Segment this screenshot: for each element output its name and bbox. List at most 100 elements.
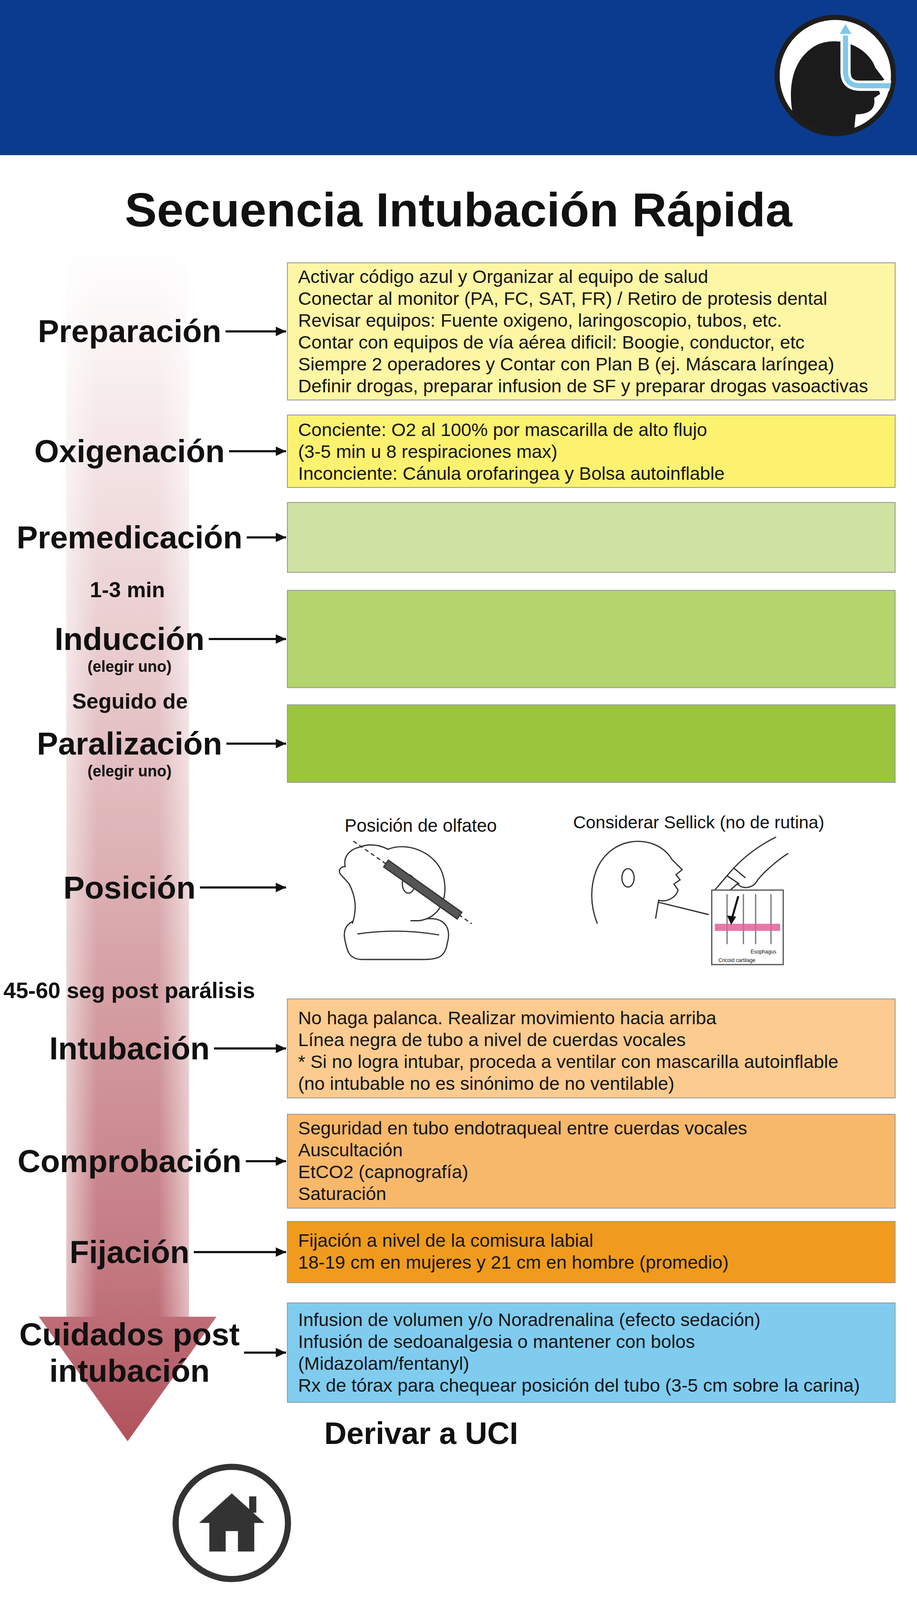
step-text: No haga palanca. Realizar movimiento hac… <box>298 1007 717 1030</box>
step-label: Seguido de <box>72 688 188 715</box>
leader-arrow <box>244 1351 287 1355</box>
leader-arrow <box>214 1047 287 1050</box>
step-body: Infusion de volumen y/o Noradrenalina (e… <box>287 1303 895 1400</box>
leader-arrow <box>199 886 287 890</box>
step-text: Saturación <box>298 1183 387 1206</box>
label-wrap: 45-60 seg post parálisis <box>3 977 256 1005</box>
title-wrap: Secuencia Intubación Rápida <box>124 181 793 239</box>
step-text: Activar código azul y Organizar al equip… <box>298 265 709 288</box>
home-roof <box>199 1493 265 1524</box>
figure-caption: Cricoid cartilage <box>718 957 756 964</box>
figure-caption: Posición de olfateo <box>344 815 498 837</box>
step-text: Rx de tórax para chequear posición del t… <box>298 1375 860 1397</box>
ear <box>621 868 635 888</box>
step-text: (Midazolam/fentanyl) <box>298 1353 470 1376</box>
step-heading-wrap: Preparación <box>37 313 222 350</box>
step-box: OxigenaciónConciente: O2 al 100% por mas… <box>286 414 896 489</box>
pillow <box>344 919 449 960</box>
step-body: Activar código azul y Organizar al equip… <box>287 263 895 400</box>
label-wrap: Considerar Sellick (no de rutina) <box>573 812 825 834</box>
step-heading-wrap: Premedicación <box>16 519 243 556</box>
page-title: Secuencia Intubación Rápida <box>124 181 793 239</box>
home-door <box>225 1531 239 1553</box>
home-circle <box>175 1467 289 1580</box>
figure-caption: Esophagus <box>750 949 777 956</box>
step-text: Seguridad en tubo endotraqueal entre cue… <box>298 1117 748 1140</box>
step-label: 1-3 min <box>89 577 165 604</box>
step-label: 45-60 seg post parálisis <box>3 977 256 1005</box>
finger-lines <box>726 868 746 885</box>
laryngoscope <box>383 860 462 920</box>
step-label: Derivar a UCI <box>324 1415 519 1453</box>
step-text: Fijación a nivel de la comisura labial <box>298 1230 594 1252</box>
airway-icon <box>777 17 894 135</box>
step-heading: Intubación <box>49 1030 210 1068</box>
step-text: Infusión de sedoanalgesia o mantener con… <box>298 1331 695 1354</box>
step-heading: Paralización <box>36 725 223 763</box>
pressure-arrowhead <box>726 916 737 926</box>
step-heading: Comprobación <box>17 1143 242 1180</box>
home-icon <box>175 1467 289 1580</box>
figure-caption: Considerar Sellick (no de rutina) <box>573 812 825 834</box>
step-note: (elegir uno) <box>54 657 205 676</box>
label-wrap: 1-3 min <box>89 577 165 604</box>
trachea-lines <box>726 894 771 945</box>
header-bar <box>0 0 917 156</box>
step-box: Premedicación <box>286 502 896 574</box>
step-text: Infusion de volumen y/o Noradrenalina (e… <box>298 1309 761 1332</box>
step-label: Posición <box>63 869 196 908</box>
timeline-arrow <box>38 244 217 1442</box>
step-text: EtCO2 (capnografía) <box>298 1161 469 1184</box>
step-heading-wrap: Inducción(elegir uno) <box>54 621 205 676</box>
step-text: Siempre 2 operadores y Contar con Plan B… <box>298 353 835 376</box>
pillow-fold <box>357 931 439 936</box>
tube-tip <box>838 22 853 35</box>
step-body: No haga palanca. Realizar movimiento hac… <box>287 999 895 1098</box>
neck-line <box>658 902 709 916</box>
cricoid-band <box>714 924 781 932</box>
step-heading-wrap: Paralización(elegir uno) <box>36 725 223 781</box>
step-text: Conciente: O2 al 100% por mascarilla de … <box>298 419 708 441</box>
step-text: Definir drogas, preparar infusion de SF … <box>298 375 869 398</box>
step-text: 18-19 cm en mujeres y 21 cm en hombre (p… <box>298 1251 729 1274</box>
step-heading-wrap: Fijación <box>69 1234 190 1271</box>
label-wrap: Cricoid cartilage <box>718 957 756 964</box>
step-box: Paralización(elegir uno) <box>286 704 896 784</box>
home-body <box>209 1519 255 1553</box>
step-heading-wrap: Intubación <box>49 1030 210 1068</box>
step-box: PreparaciónActivar código azul y Organiz… <box>286 262 896 401</box>
leader-arrow <box>229 450 287 453</box>
label-wrap: Seguido de <box>72 688 188 715</box>
step-heading: Inducción <box>54 621 205 658</box>
axis-line <box>353 841 472 925</box>
home-chimney <box>249 1496 257 1514</box>
step-text: Conectar al monitor (PA, FC, SAT, FR) / … <box>298 287 828 310</box>
step-text: Auscultación <box>298 1139 403 1162</box>
step-body <box>287 503 895 509</box>
leader-arrow <box>193 1251 287 1254</box>
step-text: Contar con equipos de vía aérea dificil:… <box>298 331 805 354</box>
step-text: Revisar equipos: Fuente oxigeno, laringo… <box>298 309 782 332</box>
step-box: Cuidados post intubaciónInfusion de volu… <box>286 1303 896 1404</box>
step-body <box>287 591 895 597</box>
step-heading-wrap: Cuidados post intubación <box>9 1316 250 1390</box>
sniffing-position-illustration <box>339 841 472 960</box>
leader-arrow <box>245 1160 287 1163</box>
label-wrap: Esophagus <box>750 949 777 956</box>
step-box: FijaciónFijación a nivel de la comisura … <box>286 1221 896 1284</box>
step-body: Seguridad en tubo endotraqueal entre cue… <box>287 1115 895 1208</box>
step-body: Conciente: O2 al 100% por mascarilla de … <box>287 415 895 488</box>
inset-frame <box>711 890 784 966</box>
step-heading-wrap: Oxigenación <box>34 433 225 470</box>
step-heading: Fijación <box>69 1234 190 1271</box>
step-text: Línea negra de tubo a nivel de cuerdas v… <box>298 1029 686 1052</box>
step-box: IntubaciónNo haga palanca. Realizar movi… <box>286 998 896 1099</box>
head-outline <box>591 841 683 924</box>
step-heading: Oxigenación <box>34 433 225 470</box>
leader-arrow <box>226 742 287 746</box>
icon-head <box>790 22 891 135</box>
step-body: Fijación a nivel de la comisura labial18… <box>287 1222 895 1277</box>
step-text: * Si no logra intubar, proceda a ventila… <box>298 1051 839 1074</box>
leader-arrow <box>246 536 287 539</box>
